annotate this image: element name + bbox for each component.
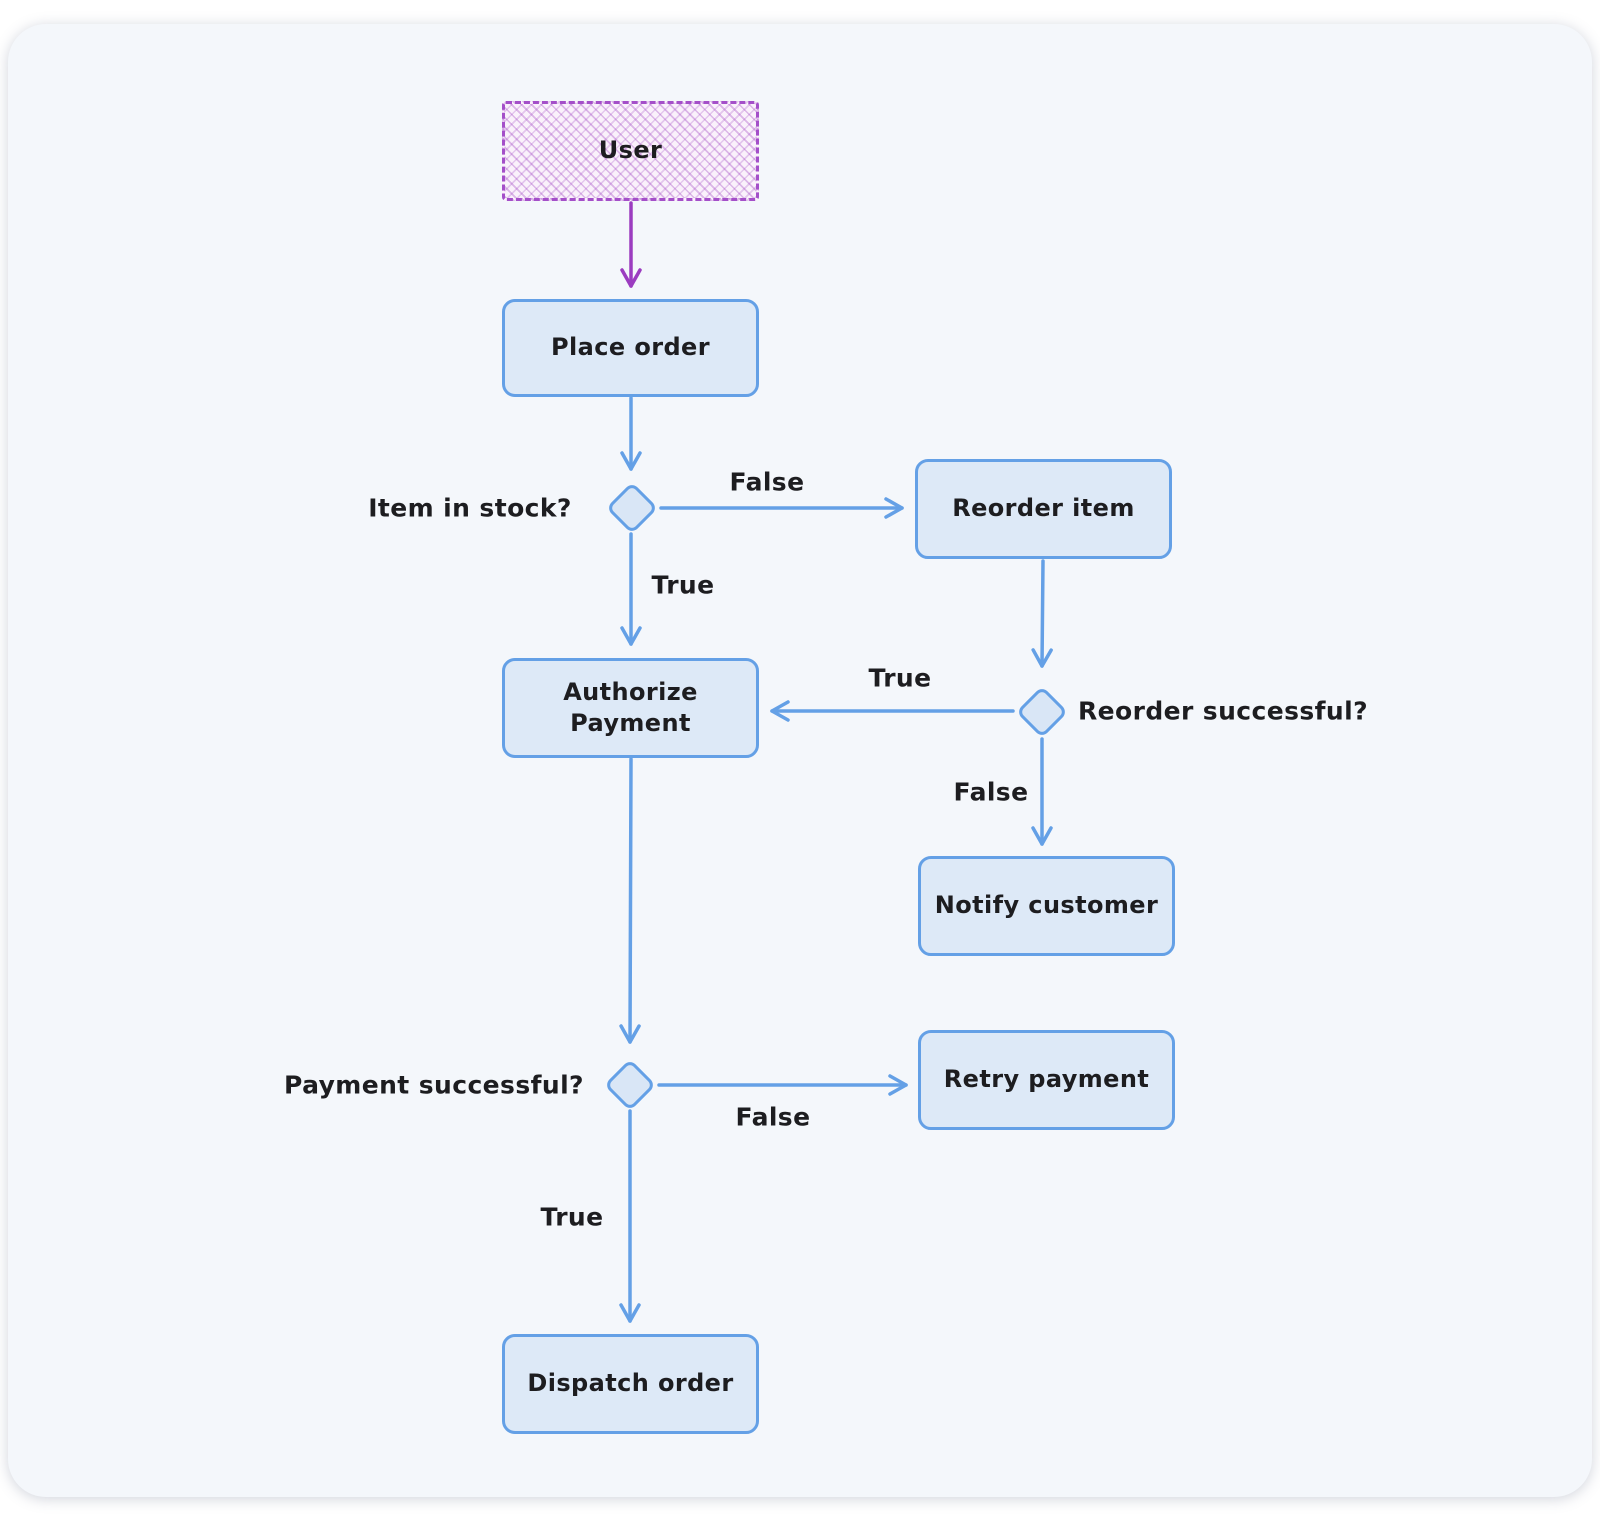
node-dispatch-order: Dispatch order — [502, 1334, 759, 1434]
flowchart-canvas: User Place order Reorder item Authorize … — [8, 24, 1592, 1497]
node-user-label: User — [598, 136, 663, 165]
node-reorder-item: Reorder item — [915, 459, 1172, 559]
edge-label-reorder-true: True — [868, 663, 932, 693]
decision-payment-successful-label: Payment successful? — [284, 1070, 584, 1100]
node-retry-payment-label: Retry payment — [943, 1065, 1150, 1094]
decision-reorder-successful-label: Reorder successful? — [1078, 696, 1368, 726]
node-place-order-label: Place order — [551, 333, 710, 362]
node-notify-customer: Notify customer — [918, 856, 1175, 956]
edge-label-reorder-false: False — [953, 777, 1029, 807]
edge-authorize-payment-to-payment-successful — [619, 757, 641, 1044]
edge-label-payment-false: False — [735, 1102, 811, 1132]
edge-reorder-item-to-reorder-successful — [1031, 559, 1053, 668]
node-notify-customer-label: Notify customer — [934, 891, 1159, 920]
edge-label-payment-true: True — [540, 1202, 604, 1232]
edge-label-stock-true: True — [651, 570, 715, 600]
edges-layer — [619, 201, 1053, 1323]
node-reorder-item-label: Reorder item — [952, 494, 1135, 523]
node-user: User — [502, 101, 759, 201]
edge-label-stock-false: False — [729, 467, 805, 497]
node-authorize-payment: Authorize Payment — [502, 658, 759, 758]
node-dispatch-order-label: Dispatch order — [527, 1369, 734, 1398]
decision-item-in-stock-label: Item in stock? — [368, 493, 572, 523]
node-place-order: Place order — [502, 299, 759, 397]
node-authorize-payment-label: Authorize Payment — [563, 677, 698, 737]
node-retry-payment: Retry payment — [918, 1030, 1175, 1130]
